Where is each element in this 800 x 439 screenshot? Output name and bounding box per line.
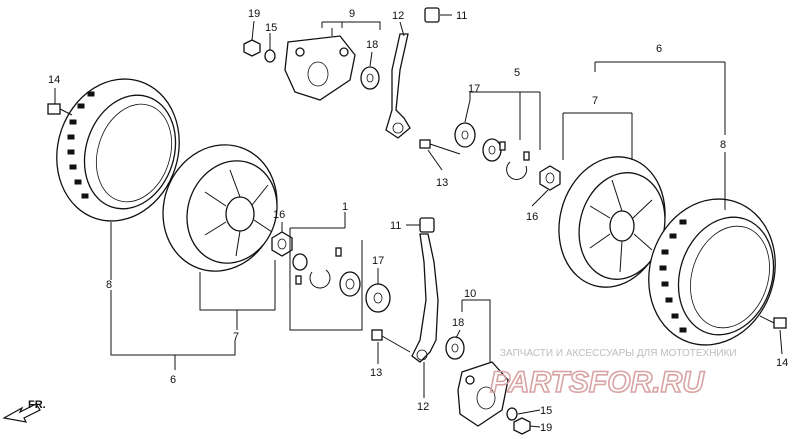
left-washer bbox=[365, 283, 391, 313]
left-bearing-assembly bbox=[292, 247, 361, 297]
right-wheel-rim bbox=[558, 156, 666, 288]
top-nut-19 bbox=[243, 39, 261, 57]
watermark-line2: PARTSFOR.RU bbox=[490, 366, 705, 399]
bottom-bolt-13 bbox=[371, 329, 411, 353]
watermark: ЗАПЧАСТИ И АКСЕССУАРЫ ДЛЯ МОТОТЕХНИКИ PA… bbox=[489, 348, 737, 400]
callout-7-right: 7 bbox=[592, 95, 598, 107]
left-tire bbox=[56, 78, 180, 222]
callout-18-top: 18 bbox=[366, 39, 378, 51]
top-washer-18 bbox=[360, 66, 380, 90]
callout-6-right: 6 bbox=[656, 43, 662, 55]
callout-8-left: 8 bbox=[106, 279, 112, 291]
bottom-washer-18 bbox=[445, 336, 465, 360]
top-knob-11 bbox=[424, 7, 440, 23]
bottom-washer-15 bbox=[506, 407, 518, 421]
bottom-axle-bracket-10 bbox=[457, 361, 509, 427]
callout-7-left: 7 bbox=[233, 331, 239, 343]
callout-18-bottom: 18 bbox=[452, 317, 464, 329]
callout-19-top: 19 bbox=[248, 8, 260, 20]
callout-9: 9 bbox=[349, 8, 355, 20]
leader-lines bbox=[54, 14, 783, 428]
right-bolt-13 bbox=[419, 139, 461, 155]
callout-1: 1 bbox=[342, 201, 348, 213]
callout-11-top: 11 bbox=[456, 10, 467, 22]
right-tire bbox=[648, 198, 776, 346]
right-bearing-assembly-5 bbox=[482, 138, 530, 180]
callout-12-bottom: 12 bbox=[417, 401, 429, 413]
callout-13-right: 13 bbox=[436, 177, 448, 189]
front-direction-label: FR. bbox=[28, 399, 46, 411]
callout-19-bottom: 19 bbox=[540, 422, 552, 434]
callout-13-bottom: 13 bbox=[370, 367, 382, 379]
callout-6-left: 6 bbox=[170, 374, 176, 386]
callout-17-left: 17 bbox=[372, 255, 384, 267]
left-bolt bbox=[47, 103, 73, 116]
callout-16-left: 16 bbox=[273, 209, 285, 221]
left-wheel-rim bbox=[162, 144, 278, 272]
bottom-nut-19 bbox=[513, 417, 531, 435]
right-bolt-14 bbox=[759, 315, 787, 329]
callout-14-left: 14 bbox=[48, 74, 60, 86]
top-axle-bracket bbox=[284, 35, 356, 101]
bottom-adjuster-arm-12 bbox=[411, 233, 439, 363]
watermark-line1: ЗАПЧАСТИ И АКСЕССУАРЫ ДЛЯ МОТОТЕХНИКИ bbox=[500, 348, 737, 359]
front-direction-arrow: FR. bbox=[2, 399, 46, 423]
right-washer-17 bbox=[454, 122, 476, 148]
callout-labels: 19 15 9 18 12 11 14 17 5 13 16 6 7 8 8 6… bbox=[48, 8, 788, 434]
top-adjuster-arm-12 bbox=[385, 33, 411, 139]
callout-14-right: 14 bbox=[776, 357, 788, 369]
callout-15-top: 15 bbox=[265, 22, 277, 34]
callout-5: 5 bbox=[514, 67, 520, 79]
callout-8-right: 8 bbox=[720, 139, 726, 151]
callout-17-right: 17 bbox=[468, 83, 480, 95]
callout-10: 10 bbox=[464, 288, 476, 300]
callout-11-bottom: 11 bbox=[390, 220, 401, 232]
callout-16-right: 16 bbox=[526, 211, 538, 223]
bottom-knob-11 bbox=[419, 217, 435, 233]
right-nut-16 bbox=[539, 165, 561, 191]
top-washer-15 bbox=[264, 49, 276, 63]
callout-15-bottom: 15 bbox=[540, 405, 552, 417]
callout-12-top: 12 bbox=[392, 10, 404, 22]
left-wheel-nut bbox=[271, 231, 293, 257]
